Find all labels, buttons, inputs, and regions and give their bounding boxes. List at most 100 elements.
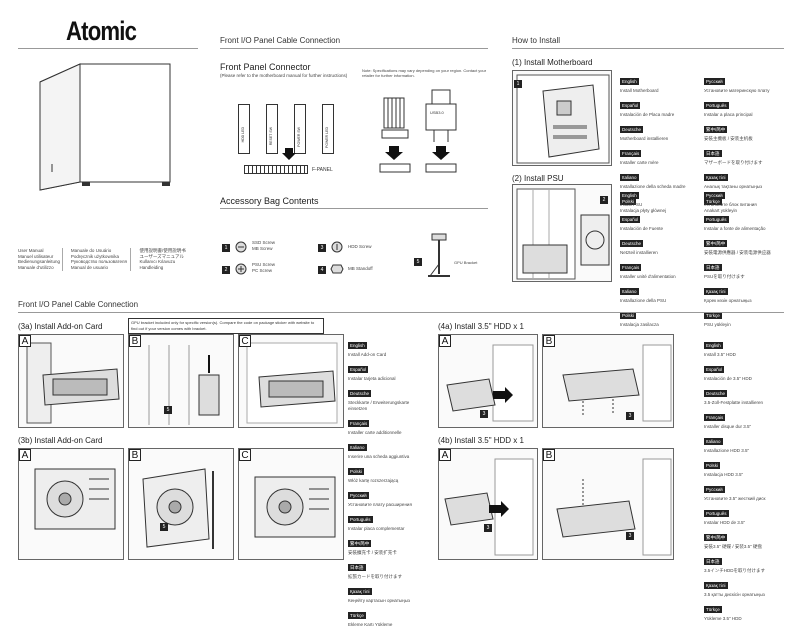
pin-connector: POWER LED — [322, 104, 334, 154]
lang-tag: 繁中/简中 — [704, 240, 728, 247]
brand-logo: Atomic — [66, 16, 137, 46]
screw-icon — [235, 263, 247, 275]
lang-tag: Türkçe — [704, 606, 722, 613]
step3a-panel-a — [18, 334, 124, 428]
front-io-title: Front I/O Panel Cable Connection — [220, 36, 341, 45]
lang-text: 3.5インチHDDを取り付けます — [704, 568, 766, 573]
lang-tag: Español — [620, 216, 641, 223]
vertical-gpu-drawing — [34, 468, 116, 530]
manual-label: Kullanıcı Kılavuzu — [139, 259, 176, 265]
lang-tag: Italiano — [348, 444, 367, 451]
accessory-label: MB Standoff — [348, 266, 373, 271]
manual-label: ユーザーズマニュアル — [139, 253, 185, 259]
lang-tag: Русский — [348, 492, 369, 499]
gpu-bracket-icon — [428, 233, 450, 277]
lang-text: 安裝擴充卡 / 安装扩充卡 — [348, 550, 397, 555]
region-note: Note: Specifications may vary depending … — [362, 68, 487, 78]
panel-letter: B — [129, 335, 141, 347]
accessory-label: MB Screw — [252, 245, 273, 251]
lang-tag: 繁中/简中 — [704, 126, 728, 133]
lang-tag: Deutsche — [348, 390, 372, 397]
lang-text: Instalacja HDD 3.5" — [704, 472, 744, 477]
lang-tag: Deutsche — [620, 240, 644, 247]
manual-label: Manuale d'utilizzo — [18, 264, 54, 270]
lang-tag: Polski — [620, 312, 637, 319]
lang-tag: English — [620, 192, 639, 199]
accessory-number: 3 — [318, 244, 326, 252]
usb-connector-illustration — [425, 89, 457, 173]
panel-letter: B — [543, 449, 555, 461]
manual-label: 使用說明書/使用說明书 — [139, 248, 186, 253]
psu-install-diagram — [512, 184, 612, 282]
lang-text: Instalar a placa principal — [704, 112, 753, 117]
step3a-panel-c — [238, 334, 344, 428]
panel-letter: C — [239, 449, 251, 461]
lang-text: Anakart yükleyin — [704, 208, 738, 213]
lang-text: Установите блок питания — [704, 202, 757, 207]
lang-tag: Türkçe — [348, 612, 366, 619]
step-number: 3 — [480, 410, 488, 418]
lang-text: Instalar a fonte de alimentação — [704, 226, 766, 231]
pin-label: POWER SW — [297, 127, 301, 147]
lang-text: Install Motherboard — [620, 88, 659, 93]
lang-text: 安裝3.5" 硬碟 / 安装3.5" 硬盘 — [704, 544, 762, 549]
step3b-panel-c — [238, 448, 344, 560]
lang-text: Install 3.5" HDD — [704, 352, 736, 357]
panel-letter: A — [439, 335, 451, 347]
lang-text: Ekleme Kartı Yükleme — [348, 622, 393, 627]
lang-tag: Français — [704, 414, 726, 421]
step3b-panel-a — [18, 448, 124, 560]
lang-tag: Português — [704, 510, 729, 517]
lang-text: 安裝主機板 / 安装主机板 — [704, 136, 753, 141]
add-on-card-drawing — [246, 342, 338, 424]
lang-text: Кеңейту картасын орнатыңыз — [348, 598, 410, 603]
lang-tag: 日本語 — [704, 264, 722, 271]
panel-letter: A — [19, 449, 31, 461]
psu-drawing — [516, 188, 610, 280]
lang-tag: Polski — [704, 462, 721, 469]
lang-tag: Português — [704, 216, 729, 223]
step4b-panel-b — [542, 448, 674, 560]
how-to-install-title: How to Install — [512, 36, 561, 45]
lang-text: 3.5-Zoll-Festplatte installieren — [704, 400, 764, 405]
lang-tag: 日本語 — [704, 150, 722, 157]
manual-label: Manuel utilisateur — [18, 253, 54, 259]
pin-connectors: HDD LED RESET SW POWER SW POWER LED — [238, 104, 334, 154]
manual-label: User Manual — [18, 248, 44, 253]
step-number: 2 — [600, 196, 608, 204]
lang-text: Installer unité d'alimentation — [620, 274, 676, 279]
lang-text: Аналық тақтаны орнатыңыз — [704, 184, 763, 189]
divider — [220, 48, 488, 49]
divider — [18, 48, 198, 49]
add-on-card-drawing — [148, 345, 220, 425]
lang-tag: Русский — [704, 486, 725, 493]
pin-connector: RESET SW — [266, 104, 278, 154]
connector-note: (Please refer to the motherboard manual … — [220, 73, 348, 78]
lang-tag: Қазақ тілі — [704, 582, 728, 589]
step4b-title: (4b) Install 3.5" HDD x 1 — [438, 436, 524, 445]
lang-tag: English — [348, 342, 367, 349]
bottom-title: Front I/O Panel Cable Connection — [18, 300, 139, 309]
lang-text: Install PSU — [620, 202, 643, 207]
pin-connector: HDD LED — [238, 104, 250, 154]
audio-connector-illustration — [379, 97, 411, 173]
lang-tag: 日本語 — [348, 564, 366, 571]
lang-text: Установите материнскую плату — [704, 88, 770, 93]
lang-text: PSU yükleyin — [704, 322, 731, 327]
lang-text: Steckkarte / Erweiterungskarte einsetzen — [348, 400, 410, 411]
lang-tag: Polski — [348, 468, 365, 475]
lang-text: Instalación de 3.5" HDD — [704, 376, 752, 381]
lang-tag: Русский — [704, 192, 725, 199]
manual-col-2: Manuale do Usuário Podręcznik użytkownik… — [71, 248, 132, 271]
accessory-label: SSD Screw — [252, 240, 276, 245]
step2-title: (2) Install PSU — [512, 174, 564, 183]
lang-tag: Português — [348, 516, 373, 523]
manual-label: Manual de usuario — [70, 264, 108, 270]
accessory-number: 1 — [222, 244, 230, 252]
lang-tag: Deutsche — [704, 390, 728, 397]
